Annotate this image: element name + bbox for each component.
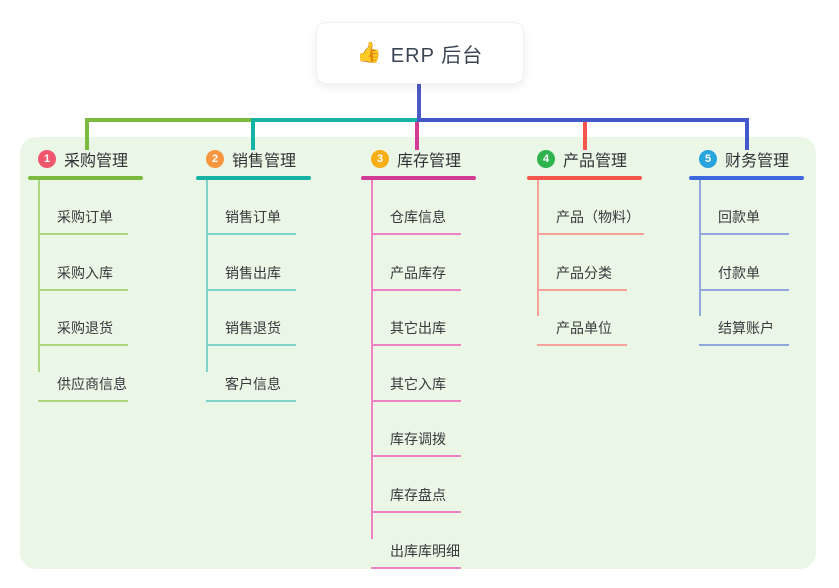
branch-label: 财务管理 — [725, 153, 790, 170]
node-label: 销售订单 — [225, 209, 281, 225]
branch-product: 4 产品管理 产品（物料） 产品分类 产品单位 — [527, 148, 644, 346]
root-title: ERP 后台 — [390, 44, 484, 67]
connector-drop-finance — [745, 118, 749, 150]
branch-inventory-title[interactable]: 3 库存管理 — [361, 148, 476, 170]
connector-drop-sales — [251, 118, 255, 150]
branch-purchase: 1 采购管理 采购订单 采购入库 采购退货 供应商信息 — [28, 148, 143, 402]
branch-underline — [527, 176, 642, 180]
node-label: 采购订单 — [57, 209, 113, 225]
node-label: 销售出库 — [225, 265, 281, 281]
branch-purchase-title[interactable]: 1 采购管理 — [28, 148, 143, 170]
node-stock-transfer[interactable]: 库存调拨 — [371, 425, 461, 457]
node-label: 其它出库 — [390, 320, 446, 336]
node-label: 库存调拨 — [390, 431, 446, 447]
connector-h-right — [417, 118, 749, 122]
node-product-material[interactable]: 产品（物料） — [537, 203, 644, 235]
branch-finance: 5 财务管理 回款单 付款单 结算账户 — [689, 148, 804, 346]
badge-4: 4 — [537, 150, 555, 168]
branch-underline — [28, 176, 143, 180]
branch-label: 产品管理 — [563, 153, 628, 170]
branch-underline — [361, 176, 476, 180]
node-label: 采购入库 — [57, 265, 113, 281]
connector-h-sales — [251, 118, 419, 122]
node-label: 其它入库 — [390, 376, 446, 392]
thumbs-up-icon: 👍 — [356, 42, 382, 64]
badge-5: 5 — [699, 150, 717, 168]
children-line — [699, 180, 701, 316]
node-label: 结算账户 — [718, 320, 774, 336]
node-sales-return[interactable]: 销售退货 — [206, 314, 296, 346]
node-product-unit[interactable]: 产品单位 — [537, 314, 627, 346]
branch-underline — [689, 176, 804, 180]
branch-product-title[interactable]: 4 产品管理 — [527, 148, 642, 170]
node-purchase-inbound[interactable]: 采购入库 — [38, 259, 128, 291]
node-label: 采购退货 — [57, 320, 113, 336]
root-node-erp[interactable]: 👍 ERP 后台 — [316, 22, 524, 84]
node-purchase-order[interactable]: 采购订单 — [38, 203, 128, 235]
connector-drop-inventory — [415, 122, 419, 150]
node-label: 销售退货 — [225, 320, 281, 336]
branch-label: 库存管理 — [397, 153, 462, 170]
node-label: 客户信息 — [225, 376, 281, 392]
badge-3: 3 — [371, 150, 389, 168]
children-line — [38, 180, 40, 372]
children-line — [537, 180, 539, 316]
node-label: 回款单 — [718, 209, 760, 225]
connector-drop-product — [583, 122, 587, 150]
branch-finance-title[interactable]: 5 财务管理 — [689, 148, 804, 170]
node-sales-outbound[interactable]: 销售出库 — [206, 259, 296, 291]
node-label: 库存盘点 — [390, 487, 446, 503]
node-label: 产品分类 — [556, 265, 612, 281]
badge-2: 2 — [206, 150, 224, 168]
badge-1: 1 — [38, 150, 56, 168]
branch-sales-title[interactable]: 2 销售管理 — [196, 148, 311, 170]
connector-h-purchase — [85, 118, 253, 122]
branch-label: 销售管理 — [232, 153, 297, 170]
node-other-outbound[interactable]: 其它出库 — [371, 314, 461, 346]
node-label: 产品库存 — [390, 265, 446, 281]
connector-drop-purchase — [85, 118, 89, 150]
node-supplier-info[interactable]: 供应商信息 — [38, 370, 128, 402]
node-product-category[interactable]: 产品分类 — [537, 259, 627, 291]
node-payment-order[interactable]: 付款单 — [699, 259, 789, 291]
node-label: 产品单位 — [556, 320, 612, 336]
branches-panel — [20, 137, 816, 569]
node-customer-info[interactable]: 客户信息 — [206, 370, 296, 402]
node-other-inbound[interactable]: 其它入库 — [371, 370, 461, 402]
branch-underline — [196, 176, 311, 180]
node-outbound-detail[interactable]: 出库库明细 — [371, 537, 461, 569]
node-sales-order[interactable]: 销售订单 — [206, 203, 296, 235]
node-label: 供应商信息 — [57, 376, 127, 392]
node-label: 出库库明细 — [390, 543, 460, 559]
node-settlement-account[interactable]: 结算账户 — [699, 314, 789, 346]
branch-sales: 2 销售管理 销售订单 销售出库 销售退货 客户信息 — [196, 148, 311, 402]
node-label: 仓库信息 — [390, 209, 446, 225]
node-label: 付款单 — [718, 265, 760, 281]
branch-label: 采购管理 — [64, 153, 129, 170]
children-line — [371, 180, 373, 539]
node-warehouse-info[interactable]: 仓库信息 — [371, 203, 461, 235]
node-product-stock[interactable]: 产品库存 — [371, 259, 461, 291]
branch-inventory: 3 库存管理 仓库信息 产品库存 其它出库 其它入库 库存调拨 库存盘点 出库库… — [361, 148, 476, 569]
node-purchase-return[interactable]: 采购退货 — [38, 314, 128, 346]
connector-root-stem — [417, 82, 421, 120]
children-line — [206, 180, 208, 372]
node-receipt-order[interactable]: 回款单 — [699, 203, 789, 235]
node-label: 产品（物料） — [556, 209, 640, 225]
node-stock-taking[interactable]: 库存盘点 — [371, 481, 461, 513]
